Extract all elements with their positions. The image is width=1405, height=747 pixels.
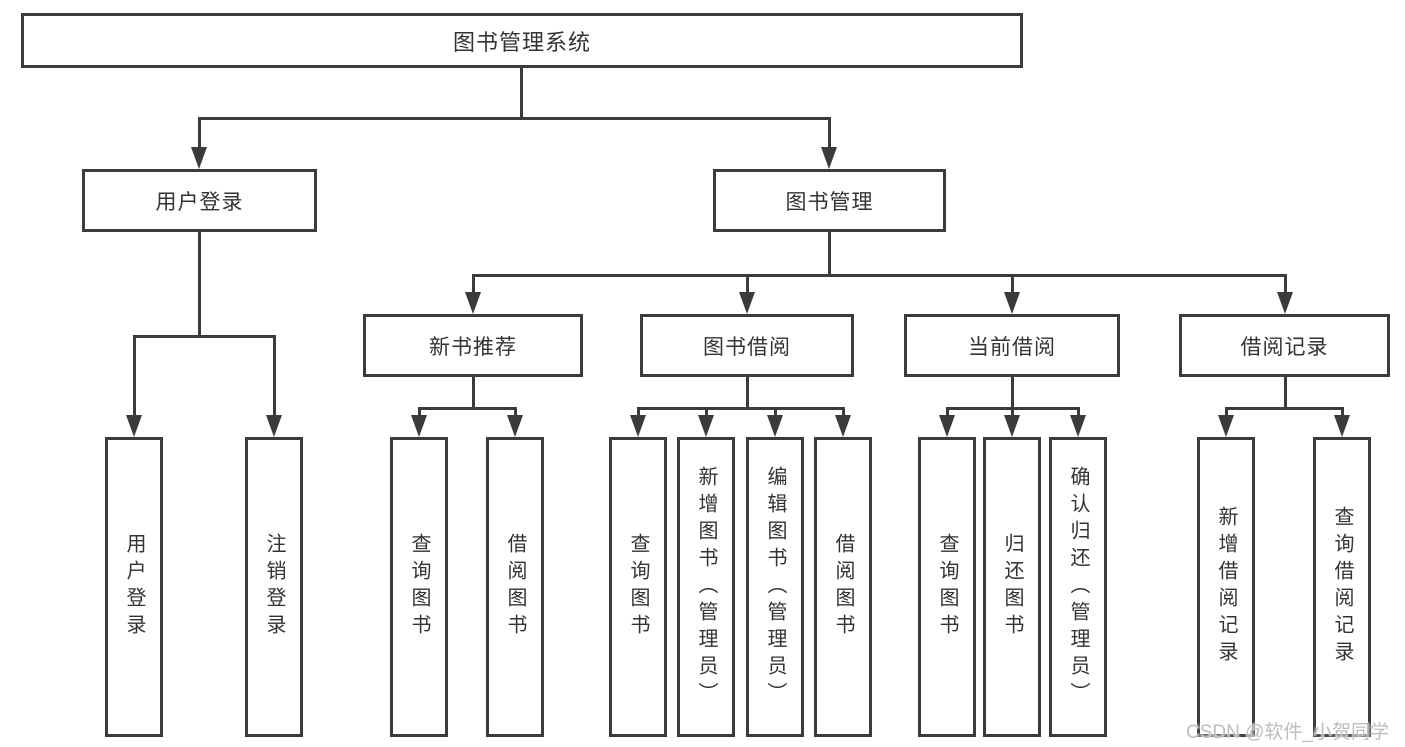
node-root-label: 图书管理系统 — [452, 29, 591, 55]
connector-user-login-hline — [134, 335, 275, 338]
arrow-to-nbr-query — [411, 407, 427, 437]
leaf-nbr-borrow-books-label: 借阅图书 — [504, 533, 526, 641]
node-root: 图书管理系统 — [21, 13, 1023, 68]
leaf-cb-query-books-label: 查询图书 — [936, 533, 958, 641]
connector-br-hline — [1226, 407, 1344, 410]
arrow-to-br-query — [1334, 407, 1350, 437]
leaf-br-query-record-label: 查询借阅记录 — [1331, 506, 1353, 668]
connector-br-stem — [1284, 377, 1287, 407]
leaf-bb-borrow-books-label: 借阅图书 — [832, 533, 854, 641]
arrow-to-bb-edit — [767, 407, 783, 437]
node-book-borrowing-label: 图书借阅 — [703, 335, 791, 359]
leaf-bb-query-books-label: 查询图书 — [627, 533, 649, 641]
leaf-logout-label: 注销登录 — [263, 533, 285, 641]
connector-nbr-stem — [472, 377, 475, 407]
connector-cb-stem — [1011, 377, 1014, 407]
connector-nbr-hline — [419, 407, 517, 410]
arrow-to-br-add — [1218, 407, 1234, 437]
leaf-bb-add-books-admin-label: 新增图书（管理员） — [695, 465, 717, 709]
node-current-borrowing-label: 当前借阅 — [968, 335, 1056, 359]
leaf-cb-query-books: 查询图书 — [918, 437, 976, 737]
connector-level3-hline — [473, 274, 1287, 277]
arrow-to-bb-borrow — [835, 407, 851, 437]
leaf-bb-edit-books-admin-label: 编辑图书（管理员） — [764, 465, 786, 709]
node-borrowing-records-label: 借阅记录 — [1240, 335, 1329, 359]
leaf-user-login-label: 用户登录 — [123, 533, 145, 641]
connector-root-hline — [199, 117, 831, 120]
leaf-bb-borrow-books: 借阅图书 — [814, 437, 872, 737]
arrow-to-book-management — [821, 117, 837, 169]
node-current-borrowing: 当前借阅 — [904, 314, 1120, 377]
leaf-bb-add-books-admin: 新增图书（管理员） — [677, 437, 735, 737]
arrow-to-cb-query — [939, 407, 955, 437]
node-new-book-recommend: 新书推荐 — [363, 314, 583, 377]
node-user-login-label: 用户登录 — [155, 190, 244, 214]
connector-book-mgmt-stem — [828, 232, 831, 274]
connector-bb-hline — [638, 407, 845, 410]
leaf-nbr-query-books-label: 查询图书 — [408, 533, 430, 641]
csdn-watermark: CSDN @软件_小贺同学 — [1186, 722, 1389, 743]
arrow-to-leaf-user-login — [126, 335, 142, 437]
connector-bb-stem — [746, 377, 749, 407]
connector-root-stem — [520, 68, 523, 118]
arrow-to-book-borrowing — [739, 274, 755, 314]
node-book-borrowing: 图书借阅 — [640, 314, 854, 377]
arrow-to-bb-add — [698, 407, 714, 437]
node-book-management-label: 图书管理 — [785, 190, 874, 214]
leaf-cb-confirm-return-admin: 确认归还（管理员） — [1049, 437, 1107, 737]
arrow-to-nbr-borrow — [507, 407, 523, 437]
leaf-bb-query-books: 查询图书 — [609, 437, 667, 737]
node-new-book-recommend-label: 新书推荐 — [429, 335, 517, 359]
leaf-br-add-record-label: 新增借阅记录 — [1215, 506, 1237, 668]
leaf-cb-return-books-label: 归还图书 — [1001, 533, 1023, 641]
arrow-to-bb-query — [630, 407, 646, 437]
node-book-management: 图书管理 — [713, 169, 946, 232]
leaf-nbr-query-books: 查询图书 — [390, 437, 448, 737]
arrow-to-current-borrowing — [1004, 274, 1020, 314]
arrow-to-user-login — [191, 117, 207, 169]
leaf-bb-edit-books-admin: 编辑图书（管理员） — [746, 437, 804, 737]
leaf-cb-confirm-return-admin-label: 确认归还（管理员） — [1067, 465, 1089, 709]
leaf-nbr-borrow-books: 借阅图书 — [486, 437, 544, 737]
arrow-to-new-book-recommend — [465, 274, 481, 314]
arrow-to-leaf-logout — [266, 335, 282, 437]
leaf-br-add-record: 新增借阅记录 — [1197, 437, 1255, 737]
node-user-login: 用户登录 — [82, 169, 317, 232]
leaf-cb-return-books: 归还图书 — [983, 437, 1041, 737]
leaf-br-query-record: 查询借阅记录 — [1313, 437, 1371, 737]
leaf-logout: 注销登录 — [245, 437, 303, 737]
connector-user-login-stem — [198, 232, 201, 335]
node-borrowing-records: 借阅记录 — [1179, 314, 1390, 377]
arrow-to-cb-confirm — [1070, 407, 1086, 437]
arrow-to-borrowing-records — [1277, 274, 1293, 314]
arrow-to-cb-return — [1004, 407, 1020, 437]
leaf-user-login: 用户登录 — [105, 437, 163, 737]
